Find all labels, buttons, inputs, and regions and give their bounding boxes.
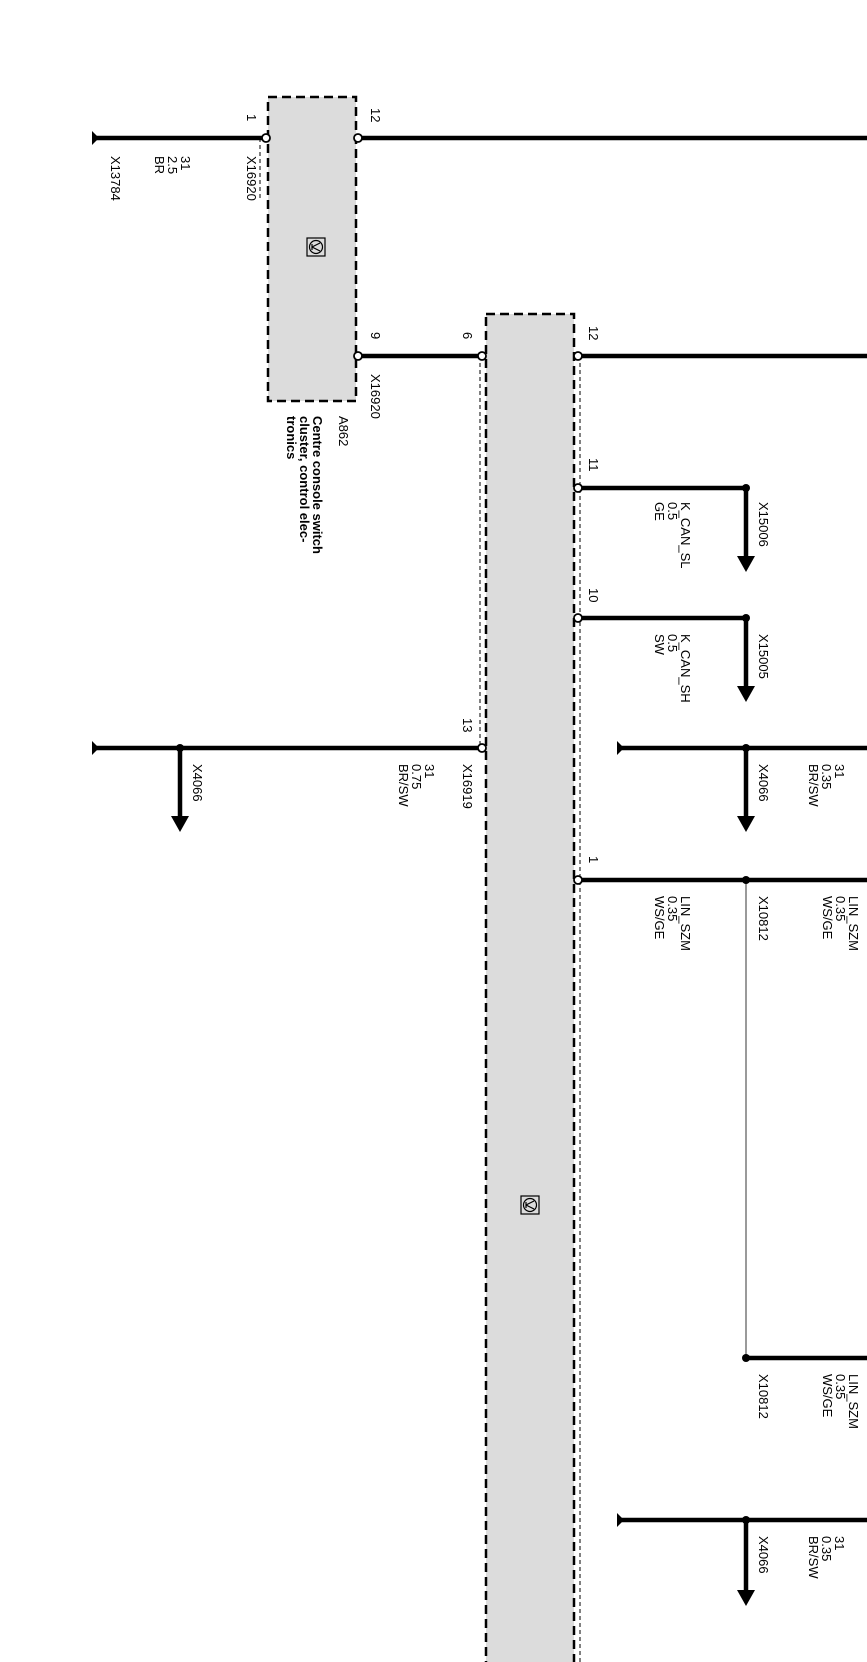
wire-label: BR/SW xyxy=(806,764,821,807)
pin-label: 12 xyxy=(586,326,601,340)
pin-big-1[interactable] xyxy=(573,875,583,885)
pin-a862-12[interactable] xyxy=(353,133,363,143)
wire-label: K_CAN_SL xyxy=(678,502,693,568)
splice-x10812-a[interactable] xyxy=(742,876,750,884)
pin-label: 13 xyxy=(460,718,475,732)
wire-label: 0.35 xyxy=(833,1374,848,1399)
arrow-down-icon xyxy=(737,556,755,572)
splice-x10812-b[interactable] xyxy=(742,1354,750,1362)
wire-label: 0.75 xyxy=(409,764,424,789)
wire-label: WS/GE xyxy=(820,1374,835,1418)
module-a862[interactable] xyxy=(259,95,363,403)
wire-ends xyxy=(92,131,624,1527)
pin-label: 1 xyxy=(244,114,259,121)
component-id: A862 xyxy=(336,416,351,446)
wire-label: 0.35 xyxy=(833,896,848,921)
wire-label: 0.35 xyxy=(819,1536,834,1561)
wire-label: BR/SW xyxy=(396,764,411,807)
module-big-box xyxy=(484,312,576,1662)
pin-big-12[interactable] xyxy=(573,351,583,361)
wire-label: 0.35 xyxy=(665,896,680,921)
connector-label: X15006 xyxy=(756,502,771,547)
wire-label: WS/GE xyxy=(652,896,667,940)
wire-end-right-b xyxy=(617,1513,624,1527)
pin-label: 6 xyxy=(460,332,475,339)
wire-label: LIN_SZM xyxy=(846,1374,861,1429)
wire-label: WS/GE xyxy=(820,896,835,940)
connector-label: X4066 xyxy=(190,764,205,802)
connector-label: X4066 xyxy=(756,1536,771,1574)
arrow-down-icon xyxy=(737,816,755,832)
connector-label: X10812 xyxy=(756,896,771,941)
wire-label: K_CAN_SH xyxy=(678,634,693,703)
splices xyxy=(171,484,755,1606)
wire-label: LIN_SZM xyxy=(846,896,861,951)
wire-label: 31 xyxy=(832,764,847,778)
wire-label: BR xyxy=(152,156,167,174)
module-big[interactable] xyxy=(477,312,583,1662)
arrow-down-icon xyxy=(737,1590,755,1606)
wire-label: 0.35 xyxy=(819,764,834,789)
component-name-line: Centre console switch xyxy=(310,416,325,554)
connector-label: X13784 xyxy=(108,156,123,201)
connector-label: X15005 xyxy=(756,634,771,679)
pin-big-6[interactable] xyxy=(477,351,487,361)
pin-big-13[interactable] xyxy=(477,743,487,753)
pin-a862-1[interactable] xyxy=(261,133,271,143)
connector-label: X4066 xyxy=(756,764,771,802)
arrow-down-icon xyxy=(171,816,189,832)
pin-label: 11 xyxy=(586,458,601,472)
wire-label: 31 xyxy=(422,764,437,778)
wires xyxy=(95,135,867,1523)
wire-label: LIN_SZM xyxy=(678,896,693,951)
wire-end-ground-13 xyxy=(92,741,99,755)
transistor-symbol-icon xyxy=(306,237,326,257)
wire-label: 31 xyxy=(178,156,193,170)
connector-label: X16919 xyxy=(460,764,475,809)
wire-label: 0.5 xyxy=(665,634,680,652)
arrow-down-icon xyxy=(737,686,755,702)
transistor-symbol-icon xyxy=(520,1195,540,1215)
wire-end-x13784 xyxy=(92,131,99,145)
pin-label: 9 xyxy=(368,332,383,339)
labels: 1 12 9 6 12 11 10 13 1 31 2.5 BR X13784 … xyxy=(108,108,861,1579)
wire-label: GE xyxy=(652,502,667,521)
connector-label: X16920 xyxy=(244,156,259,201)
component-name-line: tronics xyxy=(284,416,299,459)
wire-label: BR/SW xyxy=(806,1536,821,1579)
component-name-line: cluster, control elec- xyxy=(297,416,312,542)
pin-label: 12 xyxy=(368,108,383,122)
pin-big-11[interactable] xyxy=(573,483,583,493)
wire-label: 0.5 xyxy=(665,502,680,520)
pin-label: 1 xyxy=(586,856,601,863)
connector-label: X10812 xyxy=(756,1374,771,1419)
pin-big-10[interactable] xyxy=(573,613,583,623)
connector-label: X16920 xyxy=(368,374,383,419)
pin-label: 10 xyxy=(586,588,601,602)
wire-label: 31 xyxy=(832,1536,847,1550)
pin-a862-9[interactable] xyxy=(353,351,363,361)
wire-label: 2.5 xyxy=(165,156,180,174)
wire-label: SW xyxy=(652,634,667,656)
wire-end-right-a xyxy=(617,741,624,755)
